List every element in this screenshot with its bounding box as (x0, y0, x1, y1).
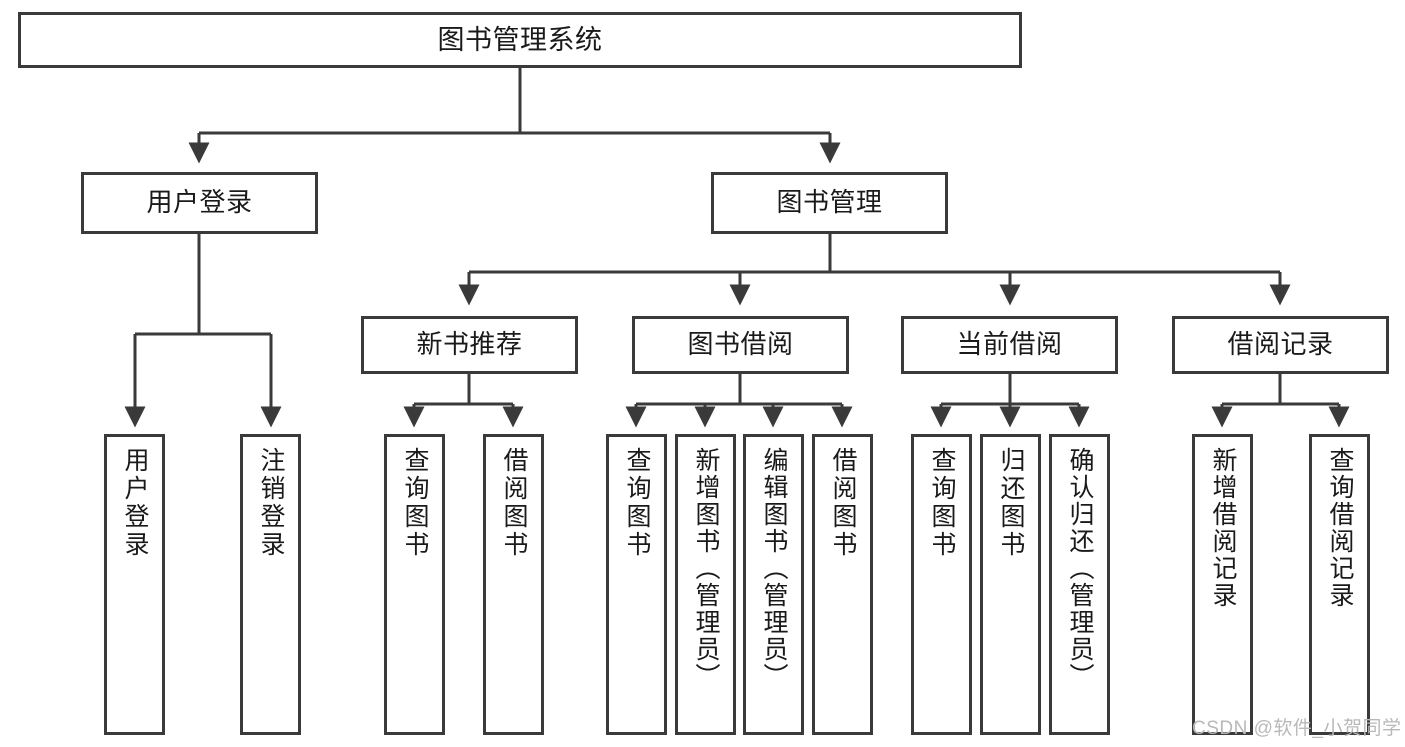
leaf-query-books-current[interactable]: 查询图书 (911, 434, 972, 735)
leaf-return-books[interactable]: 归还图书 (980, 434, 1041, 735)
node-label: 查询借阅记录 (1326, 447, 1354, 609)
node-label: 编辑图书（管理员） (760, 447, 788, 690)
node-book-management[interactable]: 图书管理 (711, 172, 948, 234)
node-current-borrowing[interactable]: 当前借阅 (901, 316, 1118, 374)
node-label: 当前借阅 (956, 329, 1063, 360)
node-borrow-records[interactable]: 借阅记录 (1172, 316, 1389, 374)
leaf-user-login[interactable]: 用户登录 (104, 434, 165, 735)
node-new-book-recommendation[interactable]: 新书推荐 (361, 316, 578, 374)
node-book-borrowing[interactable]: 图书借阅 (632, 316, 849, 374)
watermark: CSDN @软件_小贺同学 (1192, 718, 1402, 739)
node-label: 查询图书 (623, 447, 651, 559)
leaf-logout-login[interactable]: 注销登录 (240, 434, 301, 735)
node-label: 借阅记录 (1227, 329, 1334, 360)
node-label: 注销登录 (257, 447, 285, 559)
leaf-borrow-books-recommend[interactable]: 借阅图书 (483, 434, 544, 735)
leaf-query-books-recommend[interactable]: 查询图书 (384, 434, 445, 735)
node-label: 借阅图书 (829, 447, 857, 559)
node-label: 确认归还（管理员） (1066, 447, 1094, 690)
node-label: 图书管理 (776, 187, 883, 218)
node-label: 图书管理系统 (437, 24, 603, 55)
node-label: 用户登录 (146, 187, 253, 218)
node-root-book-management-system[interactable]: 图书管理系统 (18, 12, 1022, 68)
node-user-login[interactable]: 用户登录 (81, 172, 318, 234)
leaf-add-borrow-record[interactable]: 新增借阅记录 (1192, 434, 1253, 735)
node-label: 新书推荐 (416, 329, 523, 360)
node-label: 归还图书 (997, 447, 1025, 559)
node-label: 查询图书 (401, 447, 429, 559)
node-label: 查询图书 (928, 447, 956, 559)
leaf-borrow-books-borrowing[interactable]: 借阅图书 (812, 434, 873, 735)
node-label: 新增图书（管理员） (692, 447, 720, 690)
node-label: 新增借阅记录 (1209, 447, 1237, 609)
node-label: 图书借阅 (687, 329, 794, 360)
node-label: 用户登录 (121, 447, 149, 559)
leaf-query-books-borrowing[interactable]: 查询图书 (606, 434, 667, 735)
node-label: 借阅图书 (500, 447, 528, 559)
leaf-add-book-admin[interactable]: 新增图书（管理员） (675, 434, 736, 735)
leaf-edit-book-admin[interactable]: 编辑图书（管理员） (743, 434, 804, 735)
leaf-confirm-return-admin[interactable]: 确认归还（管理员） (1049, 434, 1110, 735)
leaf-query-borrow-record[interactable]: 查询借阅记录 (1309, 434, 1370, 735)
